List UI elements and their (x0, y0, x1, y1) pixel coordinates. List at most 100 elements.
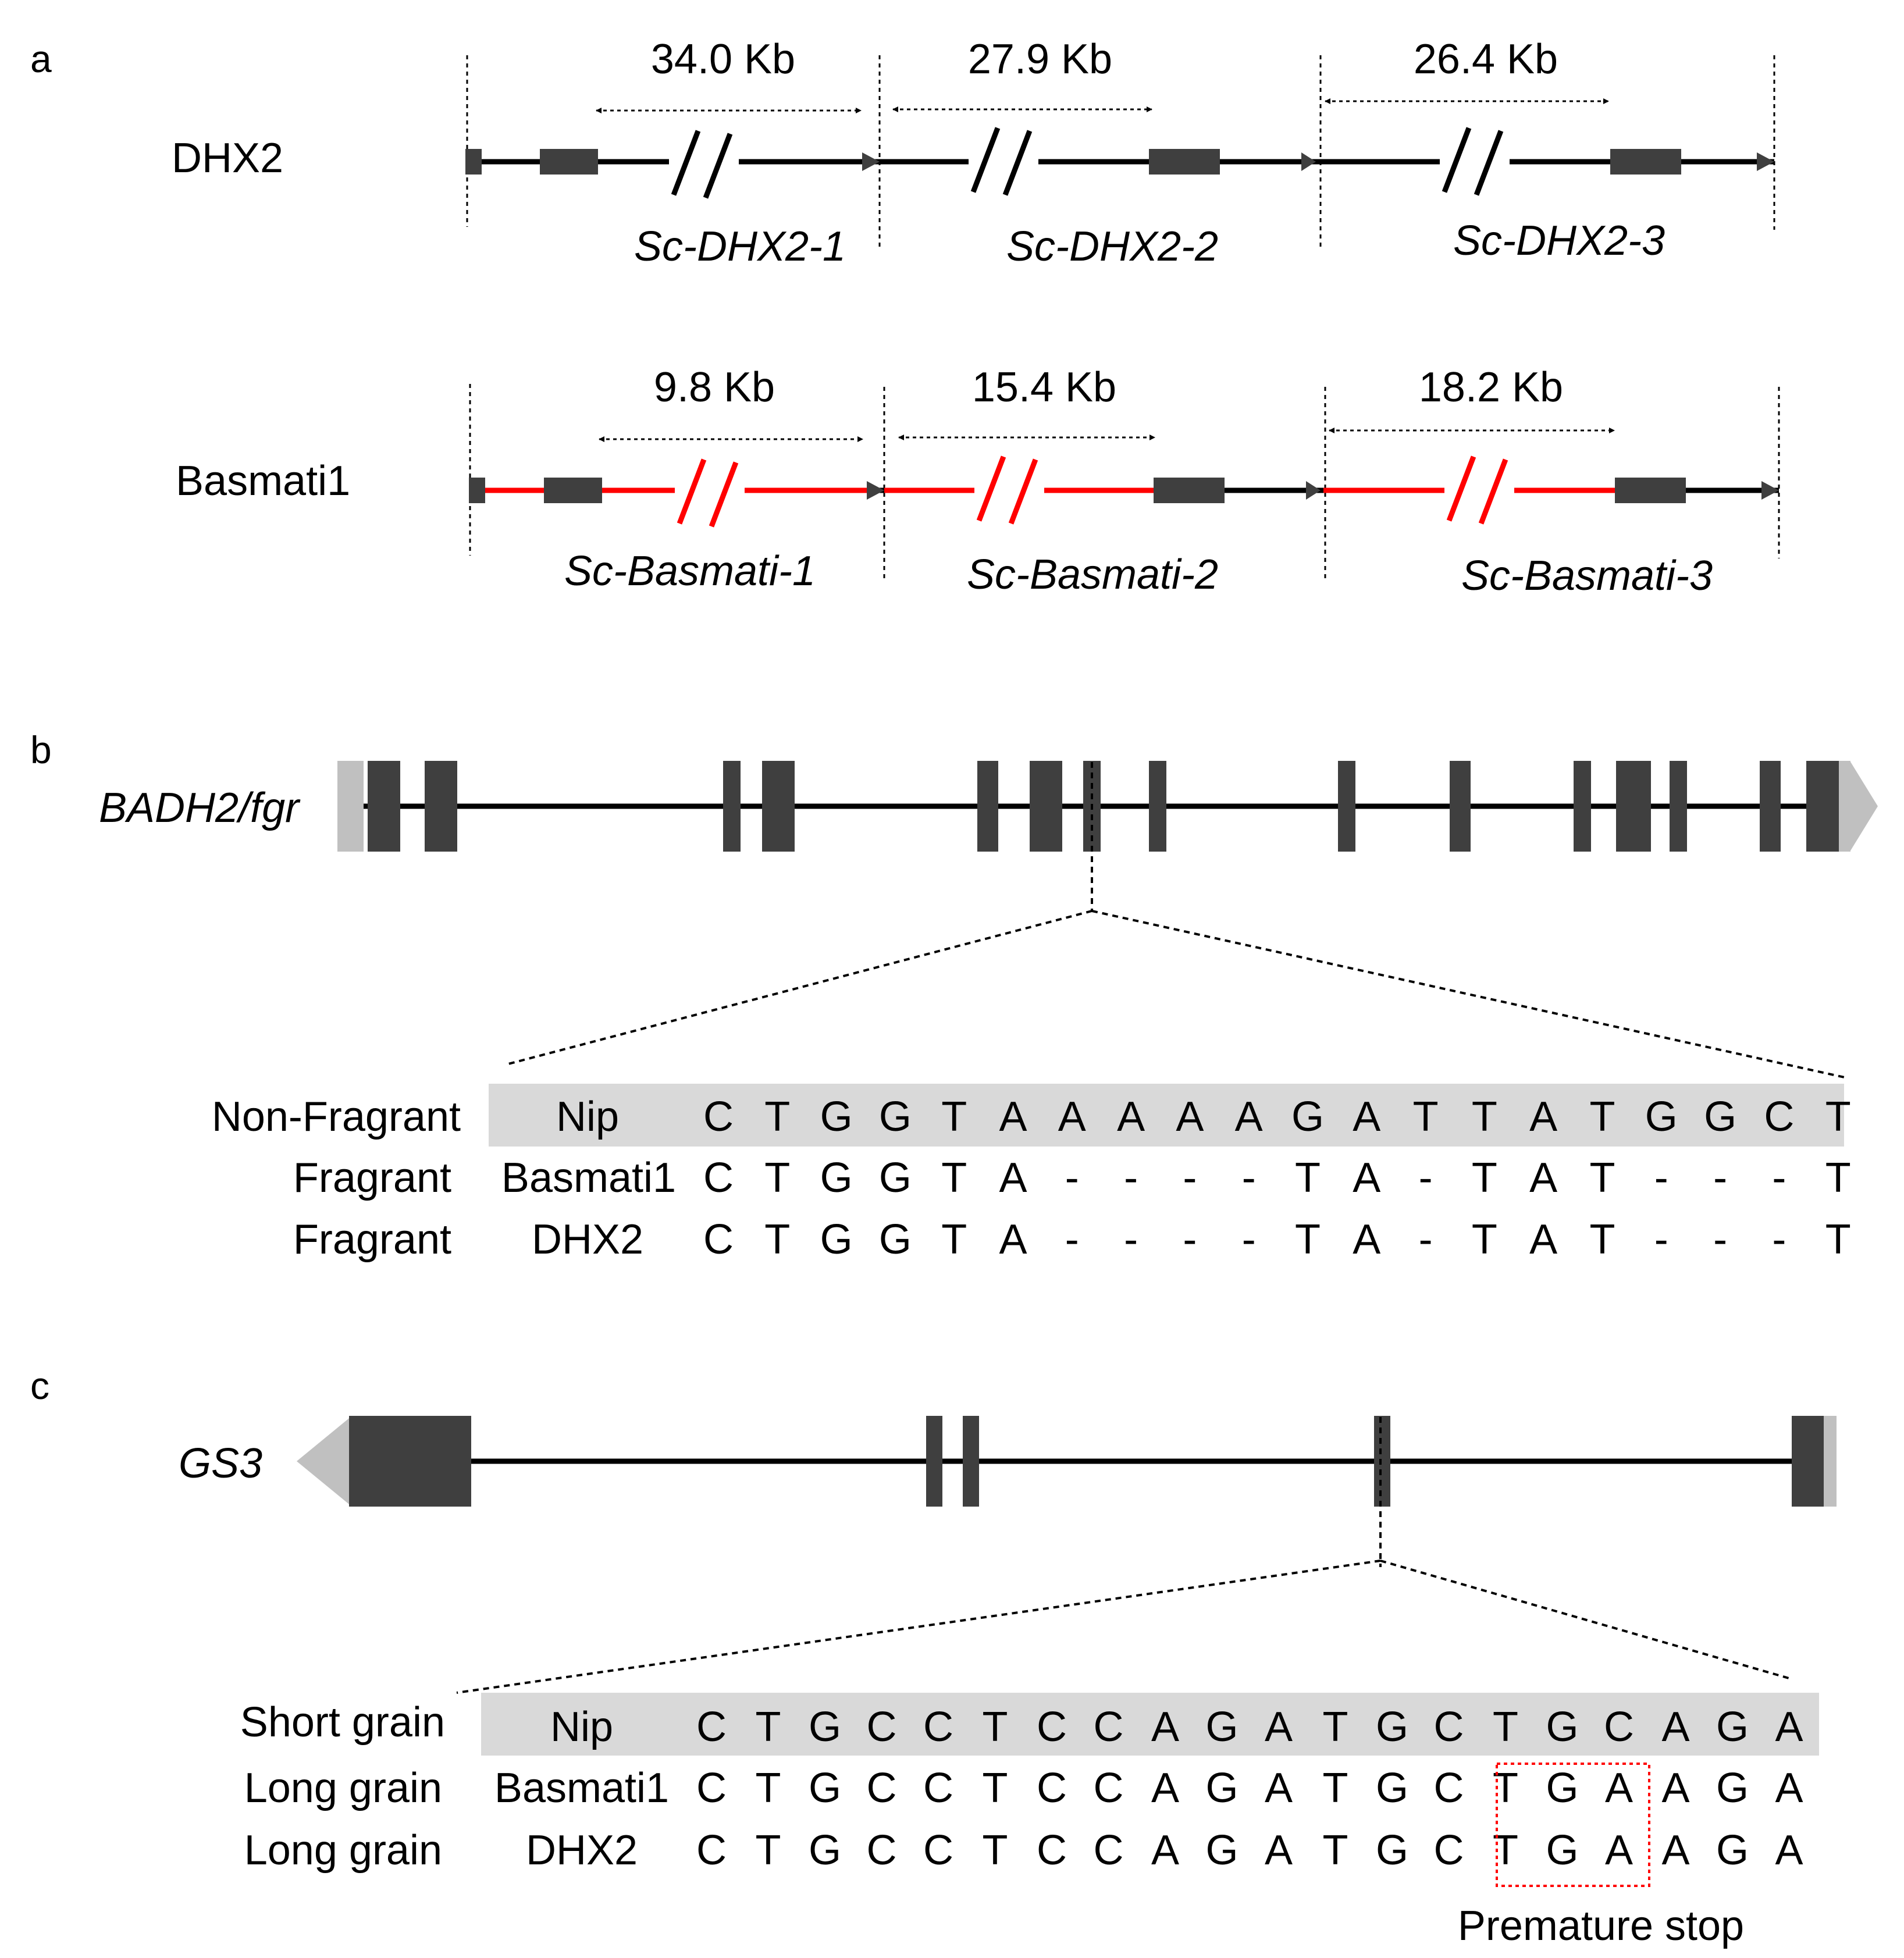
distance-label: 26.4 Kb (1414, 36, 1558, 83)
junction-arrow (1757, 152, 1774, 171)
break-mark (1444, 455, 1514, 525)
variety-label: Basmati1 (501, 1155, 676, 1201)
base-letter: C (923, 1827, 953, 1874)
exon (1792, 1416, 1824, 1507)
exon (762, 761, 795, 852)
base-letter: A (1775, 1704, 1803, 1750)
exon (1149, 761, 1166, 852)
base-letter: - (1124, 1155, 1138, 1201)
base-letter: C (696, 1704, 727, 1750)
base-letter: G (1376, 1765, 1408, 1811)
base-letter: C (1094, 1765, 1124, 1811)
break-mark (969, 127, 1038, 196)
scaffold-label: Sc-Basmati-2 (967, 551, 1218, 598)
break-mark (974, 455, 1044, 525)
base-letter: - (1713, 1216, 1727, 1263)
base-letter: A (1117, 1094, 1145, 1140)
base-letter: - (1713, 1155, 1727, 1201)
base-letter: - (1419, 1216, 1433, 1263)
base-letter: C (867, 1704, 897, 1750)
base-letter: G (1716, 1765, 1749, 1811)
utr-shape (297, 1416, 352, 1507)
base-letter: C (867, 1765, 897, 1811)
base-letter: T (1590, 1155, 1615, 1201)
base-letter: T (941, 1094, 967, 1140)
variety-label: DHX2 (532, 1216, 643, 1263)
base-letter: A (1176, 1094, 1204, 1140)
base-letter: - (1654, 1216, 1668, 1263)
base-letter: T (1323, 1704, 1348, 1750)
gene-name-badh2: BADH2/fgr (99, 785, 301, 831)
variety-label: Nip (550, 1704, 613, 1750)
base-letter: A (1265, 1704, 1293, 1750)
base-letter: C (1037, 1765, 1067, 1811)
base-letter: A (1775, 1827, 1803, 1874)
base-letter: G (1205, 1765, 1238, 1811)
distance-label: 27.9 Kb (968, 36, 1112, 83)
exon (963, 1416, 979, 1507)
phenotype-label: Non-Fragrant (212, 1094, 461, 1140)
base-letter: A (1353, 1094, 1380, 1140)
base-letter: T (756, 1765, 781, 1811)
base-letter: G (1546, 1827, 1578, 1874)
base-letter: T (1295, 1216, 1321, 1263)
base-letter: G (879, 1216, 912, 1263)
break-mark (1440, 127, 1510, 196)
base-letter: G (879, 1094, 912, 1140)
base-letter: A (1661, 1827, 1689, 1874)
base-letter: A (1353, 1216, 1380, 1263)
base-letter: - (1124, 1216, 1138, 1263)
base-letter: G (1704, 1094, 1736, 1140)
base-letter: T (1825, 1216, 1851, 1263)
junction-arrow (1306, 481, 1321, 500)
reference-row-shading (481, 1693, 1819, 1756)
zoom-guide (456, 1560, 1381, 1694)
exon (926, 1416, 942, 1507)
phenotype-label: Fragrant (293, 1155, 451, 1201)
basmati1-scaffold-track: Basmati1 (176, 364, 1780, 599)
exon (1806, 761, 1839, 852)
base-letter: T (1472, 1094, 1497, 1140)
base-letter: C (923, 1704, 953, 1750)
base-letter: C (696, 1765, 727, 1811)
base-letter: - (1065, 1155, 1079, 1201)
distance-label: 15.4 Kb (972, 364, 1116, 411)
base-letter: C (1434, 1765, 1464, 1811)
scaffold-label: Sc-DHX2-1 (634, 223, 846, 270)
distance-label: 18.2 Kb (1419, 364, 1563, 411)
variety-label: Nip (556, 1094, 619, 1140)
base-letter: T (1590, 1094, 1615, 1140)
variety-label: Basmati1 (494, 1765, 669, 1811)
reference-row-shading (489, 1084, 1844, 1147)
base-letter: C (1604, 1704, 1634, 1750)
base-letter: T (756, 1704, 781, 1750)
base-letter: C (923, 1765, 953, 1811)
base-letter: T (1825, 1094, 1851, 1140)
base-letter: A (1235, 1094, 1263, 1140)
base-letter: G (809, 1704, 841, 1750)
panel-b: b BADH2/fgr N (30, 728, 1878, 1263)
exon (723, 761, 741, 852)
base-letter: T (983, 1827, 1008, 1874)
base-letter: C (696, 1827, 727, 1874)
base-letter: C (1037, 1827, 1067, 1874)
base-letter: A (1661, 1765, 1689, 1811)
exon (425, 761, 457, 852)
phenotype-label: Long grain (244, 1827, 442, 1874)
exon (1670, 761, 1687, 852)
base-letter: A (1265, 1827, 1293, 1874)
base-letter: A (999, 1216, 1027, 1263)
base-letter: T (1295, 1155, 1321, 1201)
base-letter: C (703, 1094, 734, 1140)
base-letter: - (1183, 1155, 1197, 1201)
junction-arrow (862, 152, 880, 171)
zoom-guide (506, 910, 1092, 1066)
phenotype-label: Long grain (244, 1765, 442, 1811)
exon (1760, 761, 1781, 852)
panel-a: a DHX2 (30, 36, 1780, 599)
exon (1374, 1416, 1390, 1507)
base-letter: A (1529, 1155, 1557, 1201)
base-letter: A (1529, 1216, 1557, 1263)
panel-c: c GS3 Short grain Long grain Long grain … (30, 1364, 1837, 1949)
base-letter: T (941, 1216, 967, 1263)
